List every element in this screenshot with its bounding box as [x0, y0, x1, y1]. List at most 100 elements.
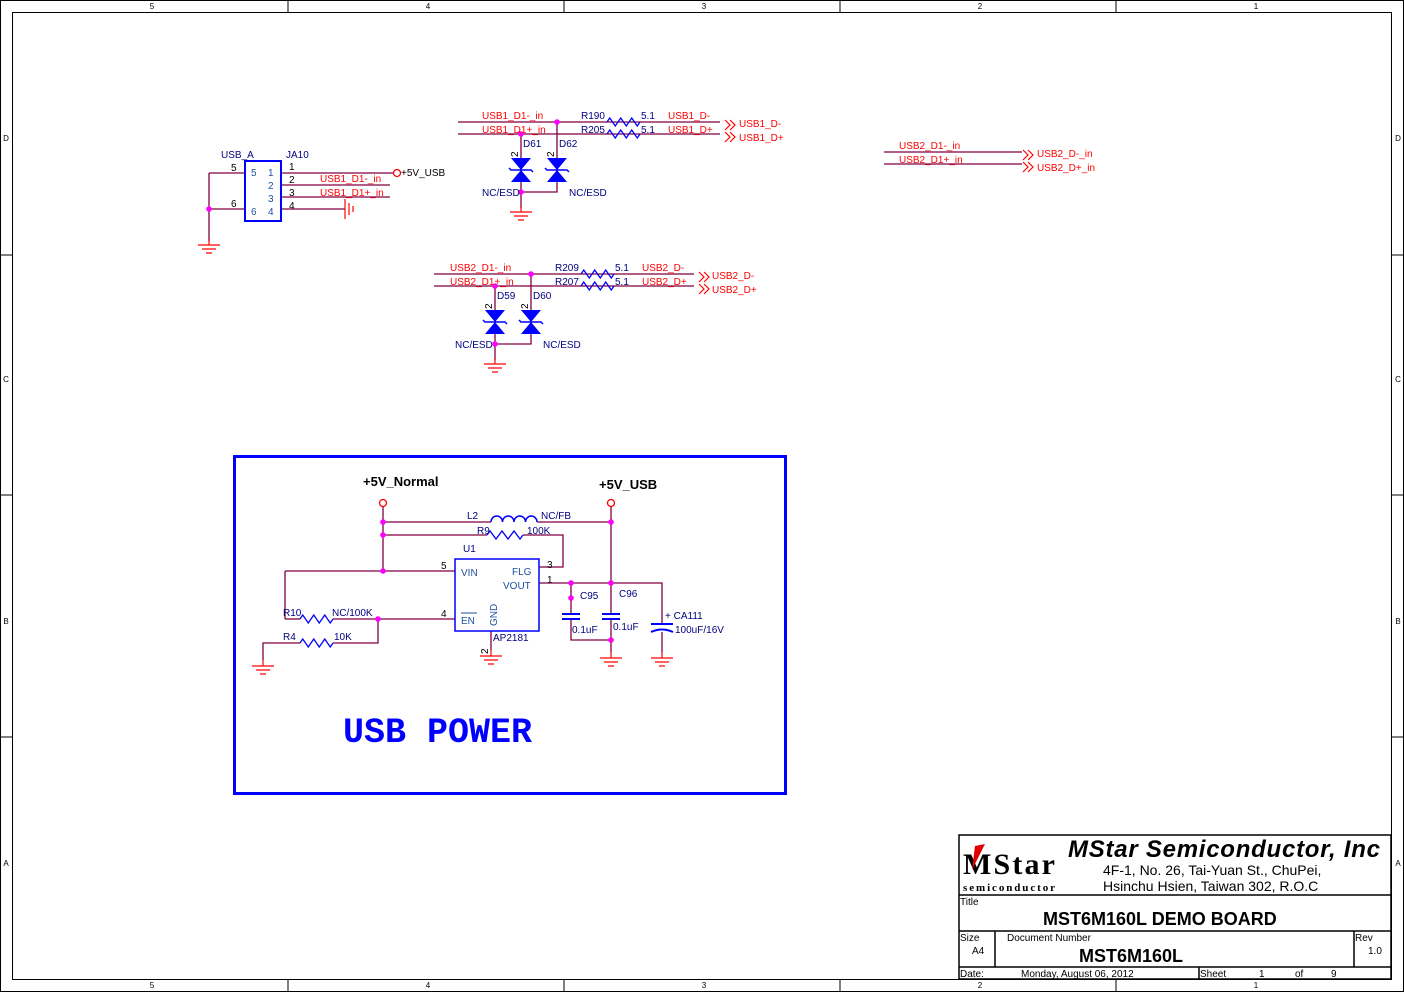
pin-number: 1 [547, 575, 553, 586]
net-label: USB2_D1-_in [450, 263, 511, 274]
diode-value: NC/ESD [569, 188, 607, 199]
pin-number: 2 [289, 175, 295, 186]
capacitor-symbol [562, 613, 580, 620]
wire [523, 534, 564, 568]
row-label: D [1395, 134, 1401, 143]
resistor-ref[interactable]: R10 [283, 608, 302, 619]
resistor-ref[interactable]: R9 [477, 526, 490, 537]
capacitor-ref[interactable]: C95 [580, 591, 599, 602]
junction-dot [380, 532, 386, 538]
resistor-symbol [580, 268, 615, 280]
ic-ref[interactable]: U1 [463, 544, 476, 555]
frame-labels: 5 4 3 2 1 5 4 3 2 1 D C B A D C B A [3, 2, 1401, 990]
net-label: USB1_D1+_in [482, 125, 546, 136]
resistor-value: 100K [527, 526, 551, 537]
tvs-diode-bar [482, 319, 508, 325]
ic-pin-name: EN [461, 616, 475, 627]
power-rail-label: +5V_Normal [363, 474, 439, 489]
power-port-icon [392, 168, 402, 178]
resistor-value: 5.1 [641, 125, 655, 136]
net-label: USB2_D+ [642, 277, 687, 288]
resistor-value: 10K [334, 632, 352, 643]
junction-dot [206, 206, 212, 212]
ic-u1-body[interactable] [454, 558, 540, 632]
connector-value: USB_A [221, 150, 254, 161]
diode-ref[interactable]: D62 [559, 139, 578, 150]
diode-ref[interactable]: D61 [523, 139, 542, 150]
usb-connector-ja10[interactable]: USB_A JA10 5 6 5 6 1 2 3 4 1 2 3 4 USB1_… [221, 150, 446, 222]
resistor-value: NC/100K [332, 608, 373, 619]
usb2-offpage-block: USB2_D1-_in USB2_D1+_in USB2_D-_in USB2_… [899, 141, 1095, 174]
resistor-symbol [606, 128, 641, 140]
net-label: USB1_D1-_in [482, 111, 543, 122]
ground-symbol [510, 206, 532, 221]
connector-body [244, 160, 282, 222]
ground-symbol [198, 239, 220, 254]
offpage-port-label[interactable]: USB2_D-_in [1037, 149, 1093, 160]
pin-number: 3 [289, 188, 295, 199]
pin-number: 5 [441, 561, 447, 572]
offpage-connector-icon [698, 271, 710, 283]
offpage-port-label[interactable]: USB2_D+_in [1037, 163, 1095, 174]
resistor-symbol [486, 529, 524, 541]
ground-symbol [344, 199, 354, 219]
resistor-ref[interactable]: R209 [555, 263, 579, 274]
pin-number: 2 [484, 303, 495, 309]
offpage-port-label[interactable]: USB1_D- [739, 119, 781, 130]
junction-dot [492, 341, 498, 347]
diode-ref[interactable]: D59 [497, 291, 516, 302]
resistor-symbol [299, 613, 334, 625]
resistor-ref[interactable]: R207 [555, 277, 579, 288]
row-label: C [1395, 375, 1401, 384]
diode-ref[interactable]: D60 [533, 291, 552, 302]
col-label: 4 [426, 981, 431, 990]
sheet-label: Sheet [1200, 969, 1226, 980]
date-label: Date: [960, 969, 984, 980]
offpage-port-label[interactable]: USB2_D+ [712, 285, 757, 296]
size-label: Size [960, 933, 980, 944]
pin-number: 5 [251, 168, 257, 179]
col-label: 3 [702, 981, 707, 990]
ic-pin-name: VIN [461, 568, 478, 579]
tvs-diode-bar [518, 319, 544, 325]
sheet-title: MST6M160L DEMO BOARD [1043, 909, 1277, 929]
junction-dot [568, 595, 574, 601]
col-label: 1 [1254, 981, 1259, 990]
col-label: 5 [150, 981, 155, 990]
wire [539, 582, 663, 624]
row-label: C [3, 375, 9, 384]
resistor-ref[interactable]: R4 [283, 632, 296, 643]
capacitor-ref[interactable]: + CA111 [665, 611, 703, 622]
offpage-port-label[interactable]: USB1_D+ [739, 133, 784, 144]
row-label: D [3, 134, 9, 143]
pin-number: 6 [231, 199, 237, 210]
pin-number: 2 [268, 181, 274, 192]
ground-symbol [651, 652, 673, 667]
ground-symbol [252, 660, 274, 675]
docnum-label: Document Number [1007, 933, 1092, 944]
pin-number: 2 [546, 151, 557, 157]
resistor-symbol [606, 116, 641, 128]
capacitor-ref[interactable]: C96 [619, 589, 638, 600]
power-block-title: USB POWER [343, 713, 532, 753]
net-label: USB1_D- [668, 111, 710, 122]
rev-value: 1.0 [1368, 946, 1382, 957]
company-address-2: Hsinchu Hsien, Taiwan 302, R.O.C [1103, 878, 1318, 894]
ground-symbol [600, 652, 622, 667]
size-value: A4 [972, 946, 985, 957]
junction-dot [568, 580, 574, 586]
capacitor-value: 0.1uF [572, 625, 598, 636]
junction-dot [518, 131, 524, 137]
tvs-diode-bar [544, 167, 570, 173]
sheet-number: 1 [1259, 969, 1265, 980]
title-label: Title [960, 897, 979, 908]
usb1-esd-block: USB1_D1-_in USB1_D1+_in R190 R205 5.1 5.… [482, 111, 784, 199]
inductor-ref[interactable]: L2 [467, 511, 479, 522]
offpage-port-label[interactable]: USB2_D- [712, 271, 754, 282]
power-port-icon [606, 498, 616, 508]
resistor-ref[interactable]: R190 [581, 111, 605, 122]
net-label: USB2_D1+_in [899, 155, 963, 166]
offpage-connector-icon [1022, 149, 1034, 161]
resistor-ref[interactable]: R205 [581, 125, 605, 136]
